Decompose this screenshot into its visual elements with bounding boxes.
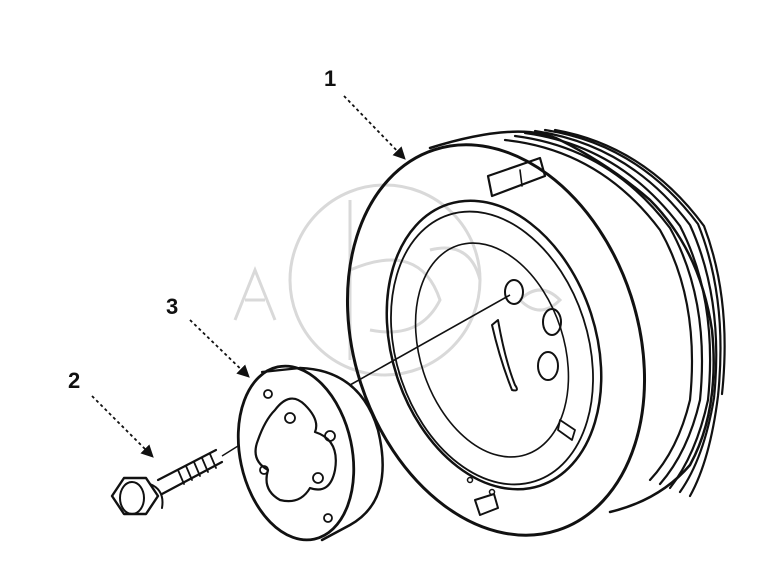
leader-line-1 <box>343 95 406 160</box>
leader-line-3 <box>189 319 250 378</box>
assembly-centerline <box>349 294 511 386</box>
leader-line-2 <box>91 395 154 458</box>
hub-spacer <box>236 364 384 542</box>
callout-2-label: 2 <box>68 368 81 393</box>
balancer-bolt <box>110 448 224 516</box>
callout-3-label: 3 <box>166 294 179 319</box>
bolt-centerline <box>221 445 239 457</box>
bolt-threads <box>177 453 217 485</box>
belt-grooves <box>503 128 726 498</box>
crankshaft-balancer-pulley <box>345 128 726 537</box>
callout-1-label: 1 <box>324 66 337 91</box>
